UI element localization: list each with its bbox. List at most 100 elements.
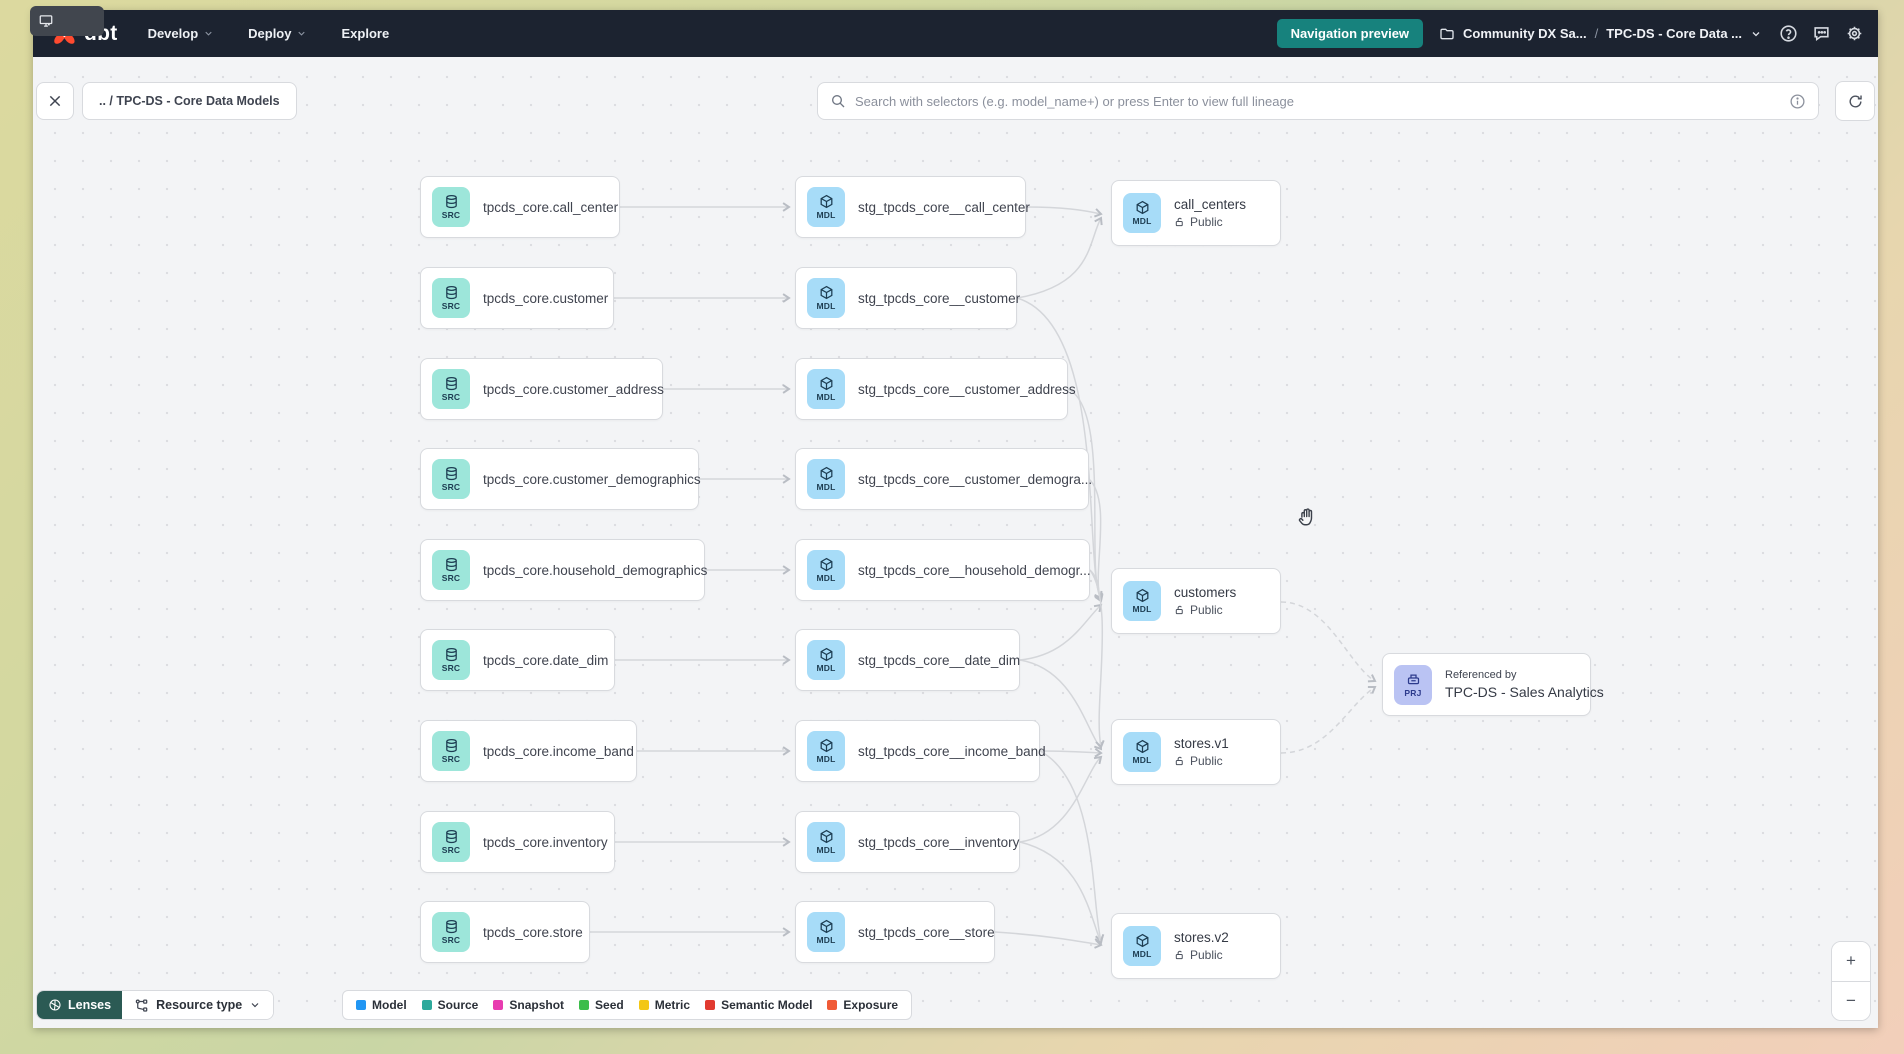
model-node[interactable]: MDL stores.v1 Public [1111, 719, 1281, 785]
breadcrumb-separator: / [1594, 26, 1599, 41]
source-node[interactable]: SRC tpcds_core.store [420, 901, 590, 963]
breadcrumb-project[interactable]: Community DX Sa... [1463, 26, 1587, 41]
access-badge: Public [1174, 603, 1236, 617]
legend-swatch [579, 1000, 590, 1010]
model-icon: MDL [807, 822, 845, 862]
lock-icon [1175, 756, 1183, 766]
navbar-icons [1778, 24, 1864, 44]
model-icon: MDL [1123, 581, 1161, 621]
lock-icon [1175, 217, 1183, 227]
main-menu: Develop Deploy Explore [148, 26, 390, 41]
top-navbar: dbt Develop Deploy Explore Navigation pr… [33, 10, 1878, 57]
legend-item: Seed [579, 998, 624, 1012]
model-icon: MDL [807, 912, 845, 952]
legend-swatch [638, 1000, 649, 1010]
staging-node[interactable]: MDL stg_tpcds_core__date_dim [795, 629, 1020, 691]
project-icon: PRJ [1394, 664, 1432, 705]
breadcrumb: Community DX Sa... / TPC-DS - Core Data … [1439, 26, 1762, 42]
staging-node[interactable]: MDL stg_tpcds_core__store [795, 901, 995, 963]
source-icon: SRC [432, 640, 470, 680]
legend-item: Snapshot [493, 998, 564, 1012]
chevron-down-icon[interactable] [1750, 28, 1762, 40]
monitor-icon [39, 15, 53, 27]
lineage-search [817, 82, 1819, 120]
source-icon: SRC [432, 550, 470, 590]
resource-type-dropdown[interactable]: Resource type [122, 991, 274, 1019]
source-icon: SRC [432, 459, 470, 499]
refresh-lineage-button[interactable] [1835, 81, 1875, 121]
refresh-icon [1848, 95, 1862, 107]
search-input[interactable] [855, 93, 1780, 109]
access-badge: Public [1174, 948, 1229, 962]
info-icon[interactable] [1789, 93, 1806, 110]
staging-node[interactable]: MDL stg_tpcds_core__inventory [795, 811, 1020, 873]
legend-swatch [827, 1000, 838, 1010]
model-icon: MDL [1123, 926, 1161, 966]
model-icon: MDL [1123, 193, 1161, 233]
model-icon: MDL [807, 459, 845, 499]
source-icon: SRC [432, 278, 470, 318]
menu-deploy[interactable]: Deploy [248, 26, 307, 41]
legend-swatch [493, 1000, 504, 1010]
staging-node[interactable]: MDL stg_tpcds_core__customer_demogra... [795, 448, 1092, 510]
canvas-zoom-controls: + − [1831, 941, 1871, 1021]
menu-develop[interactable]: Develop [148, 26, 215, 41]
staging-node[interactable]: MDL stg_tpcds_core__income_band [795, 720, 1046, 782]
app-window: dbt Develop Deploy Explore Navigation pr… [33, 10, 1878, 1028]
source-node[interactable]: SRC tpcds_core.customer [420, 267, 614, 329]
model-node[interactable]: MDL customers Public [1111, 568, 1281, 634]
source-node[interactable]: SRC tpcds_core.date_dim [420, 629, 615, 691]
model-node[interactable]: MDL call_centers Public [1111, 180, 1281, 246]
source-node[interactable]: SRC tpcds_core.household_demographics [420, 539, 707, 601]
close-lineage-button[interactable] [36, 82, 74, 120]
lineage-canvas[interactable]: .. / TPC-DS - Core Data Models SRC tpcds… [33, 57, 1878, 1028]
lenses-button[interactable]: Lenses [37, 991, 123, 1019]
source-node[interactable]: SRC tpcds_core.income_band [420, 720, 637, 782]
source-icon: SRC [432, 187, 470, 227]
source-node[interactable]: SRC tpcds_core.inventory [420, 811, 615, 873]
legend-item: Exposure [827, 998, 898, 1012]
settings-icon[interactable] [1844, 24, 1864, 44]
close-icon [49, 95, 61, 107]
model-icon: MDL [807, 278, 845, 318]
source-icon: SRC [432, 822, 470, 862]
model-icon: MDL [807, 187, 845, 227]
search-icon [832, 95, 845, 108]
legend-item: Metric [638, 998, 690, 1012]
lock-icon [1175, 950, 1183, 960]
legend-swatch [421, 1000, 432, 1010]
project-ref-node[interactable]: PRJ Referenced by TPC-DS - Sales Analyti… [1382, 653, 1604, 716]
navigation-preview-button[interactable]: Navigation preview [1276, 19, 1424, 48]
model-icon: MDL [807, 640, 845, 680]
staging-node[interactable]: MDL stg_tpcds_core__customer_address [795, 358, 1076, 420]
source-node[interactable]: SRC tpcds_core.customer_address [420, 358, 664, 420]
lens-controls: Lenses Resource type [36, 990, 275, 1020]
staging-node[interactable]: MDL stg_tpcds_core__customer [795, 267, 1020, 329]
access-badge: Public [1174, 754, 1229, 768]
model-icon: MDL [807, 369, 845, 409]
legend-swatch [356, 1000, 366, 1010]
model-icon: MDL [1123, 732, 1161, 772]
source-node[interactable]: SRC tpcds_core.customer_demographics [420, 448, 701, 510]
source-node[interactable]: SRC tpcds_core.call_center [420, 176, 620, 238]
breadcrumb-page[interactable]: TPC-DS - Core Data ... [1606, 26, 1742, 41]
folder-icon [1440, 28, 1454, 39]
model-node[interactable]: MDL stores.v2 Public [1111, 913, 1281, 979]
model-icon: MDL [807, 550, 845, 590]
lenses-icon [49, 999, 61, 1011]
source-icon: SRC [432, 369, 470, 409]
staging-node[interactable]: MDL stg_tpcds_core__household_demogr... [795, 539, 1091, 601]
legend-swatch [705, 1000, 716, 1010]
grab-cursor-icon [1298, 508, 1313, 526]
lineage-breadcrumb[interactable]: .. / TPC-DS - Core Data Models [82, 82, 297, 120]
resource-type-legend: Model Source Snapshot Seed Metric Semant… [342, 990, 913, 1020]
menu-explore[interactable]: Explore [341, 26, 390, 41]
source-icon: SRC [432, 912, 470, 952]
zoom-in-button[interactable]: + [1832, 942, 1870, 982]
staging-node[interactable]: MDL stg_tpcds_core__call_center [795, 176, 1030, 238]
access-badge: Public [1174, 215, 1246, 229]
legend-item: Semantic Model [705, 998, 812, 1012]
zoom-out-button[interactable]: − [1832, 981, 1870, 1020]
help-icon[interactable] [1778, 24, 1798, 44]
feedback-icon[interactable] [1811, 24, 1831, 44]
